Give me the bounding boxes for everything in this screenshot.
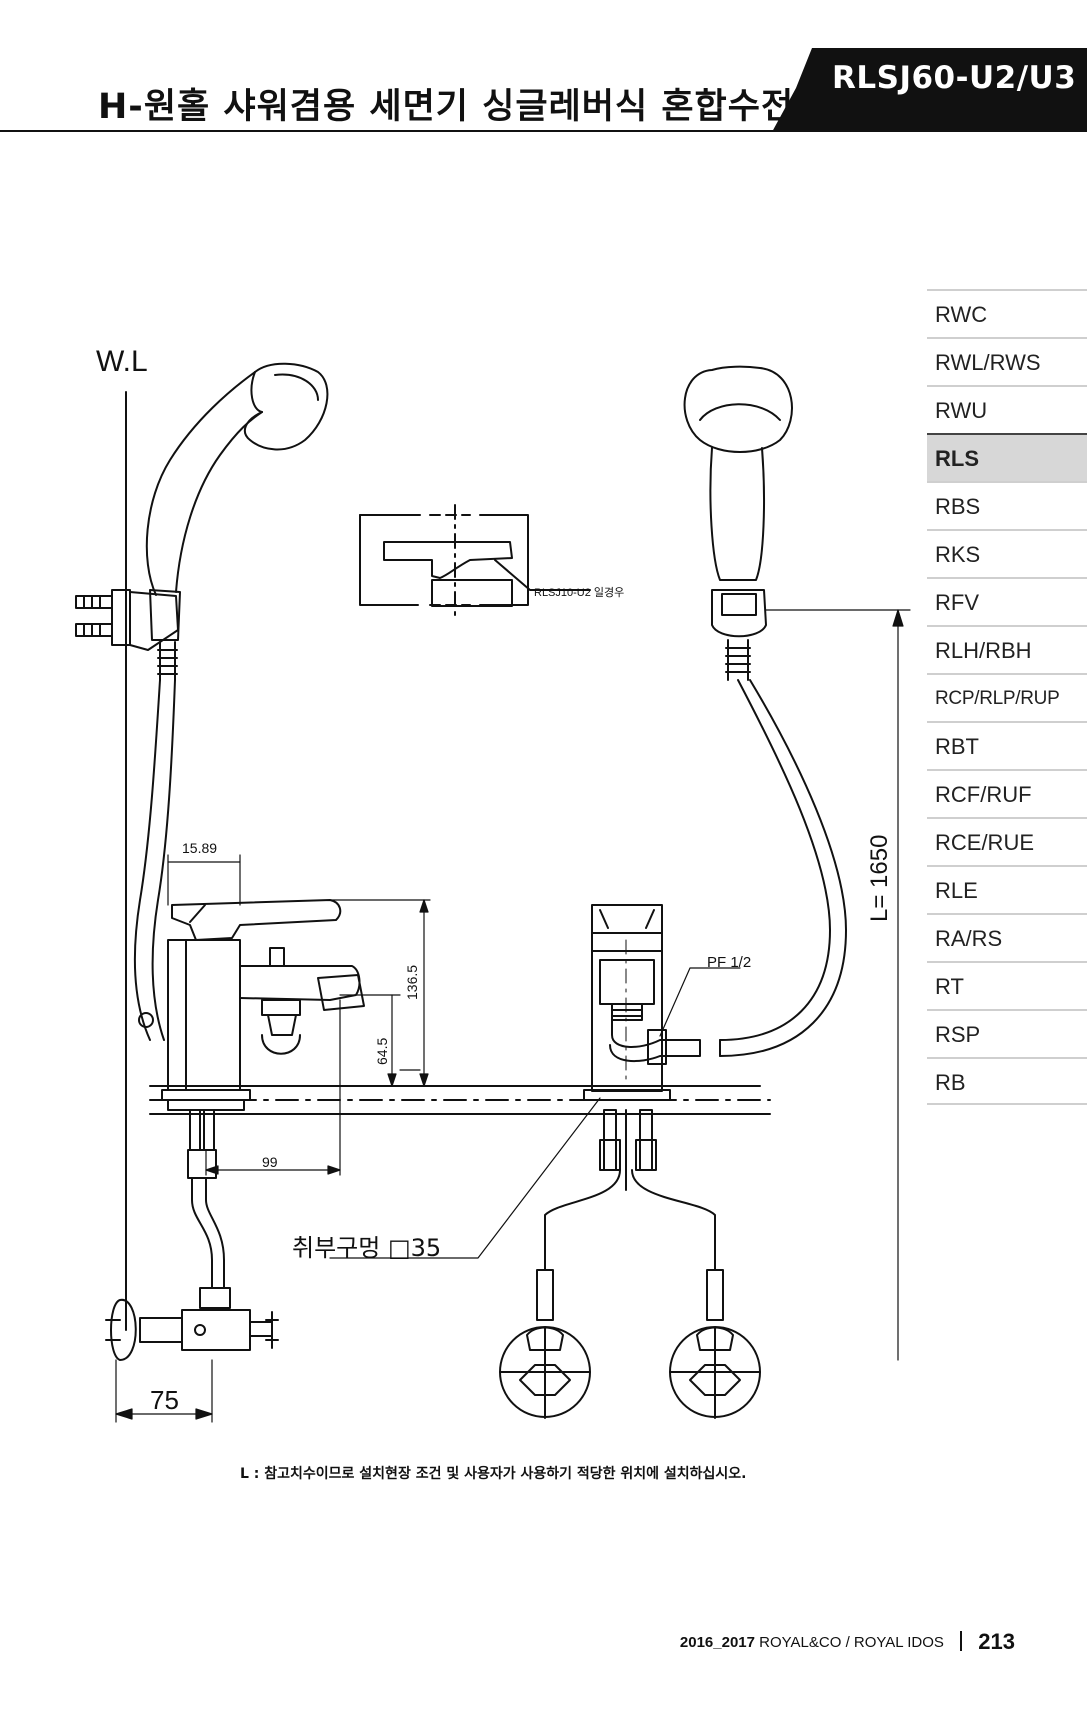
detail-box xyxy=(359,504,591,616)
nav-item-rle[interactable]: RLE xyxy=(927,865,1087,913)
nav-item-rwu[interactable]: RWU xyxy=(927,385,1087,433)
dim-136-5: 136.5 xyxy=(404,964,420,1000)
footer-separator xyxy=(960,1631,963,1651)
pf-label: PF 1/2 xyxy=(707,954,752,971)
shower-head-right xyxy=(683,365,793,638)
nav-item-rks[interactable]: RKS xyxy=(927,529,1087,577)
faucet-body-right xyxy=(583,904,701,1101)
model-code: RLSJ60-U2/U3 xyxy=(832,60,1077,96)
hose-right xyxy=(719,639,847,1057)
mount-hole-label: 취부구멍 □35 xyxy=(292,1234,442,1262)
detail-label: RLSJ10-U2 일경우 xyxy=(534,587,625,599)
nav-item-ra-rs[interactable]: RA/RS xyxy=(927,913,1087,961)
footer-years: 2016_2017 xyxy=(679,1634,755,1651)
installation-note: L : 참고치수이므로 설치현장 조건 및 사용자가 사용하기 적당한 위치에 … xyxy=(240,1466,747,1482)
nav-item-rbs[interactable]: RBS xyxy=(927,481,1087,529)
page-number: 213 xyxy=(978,1629,1015,1654)
model-tab xyxy=(772,48,1087,132)
faucet-body-left xyxy=(161,899,365,1111)
water-level-label: W.L xyxy=(96,345,148,378)
supply-left xyxy=(105,1109,279,1361)
dim-99: 99 xyxy=(262,1154,278,1170)
nav-item-rlh-rbh[interactable]: RLH/RBH xyxy=(927,625,1087,673)
product-index-nav: RWC RWL/RWS RWU RLS RBS RKS RFV RLH/RBH … xyxy=(927,289,1087,1105)
dimension-lines-right xyxy=(659,609,911,1361)
dim-75: 75 xyxy=(150,1385,179,1415)
footer: 2016_2017 ROYAL&CO / ROYAL IDOS 213 xyxy=(680,1629,1015,1655)
nav-item-rt[interactable]: RT xyxy=(927,961,1087,1009)
hose-left xyxy=(133,641,178,1041)
nav-item-rsp[interactable]: RSP xyxy=(927,1009,1087,1057)
nav-item-rfv[interactable]: RFV xyxy=(927,577,1087,625)
nav-item-rcf-ruf[interactable]: RCF/RUF xyxy=(927,769,1087,817)
nav-item-rcp-rlp-rup[interactable]: RCP/RLP/RUP xyxy=(927,673,1087,721)
header-rule xyxy=(0,130,1087,132)
nav-item-rb[interactable]: RB xyxy=(927,1057,1087,1105)
nav-item-rwl-rws[interactable]: RWL/RWS xyxy=(927,337,1087,385)
dimension-lines-left xyxy=(115,854,431,1423)
dim-64-5: 64.5 xyxy=(374,1037,390,1065)
supply-right xyxy=(499,1109,761,1419)
nav-item-rwc[interactable]: RWC xyxy=(927,289,1087,337)
shower-head-left xyxy=(145,362,329,641)
footer-company: ROYAL&CO / ROYAL IDOS xyxy=(759,1634,944,1651)
page-title: H-원홀 샤워겸용 세면기 싱글레버식 혼합수전 xyxy=(98,87,795,127)
nav-item-rls[interactable]: RLS xyxy=(927,433,1087,481)
dim-15-89: 15.89 xyxy=(182,840,218,856)
nav-item-rbt[interactable]: RBT xyxy=(927,721,1087,769)
nav-item-rce-rue[interactable]: RCE/RUE xyxy=(927,817,1087,865)
hose-length-label: L= 1650 xyxy=(866,834,893,922)
